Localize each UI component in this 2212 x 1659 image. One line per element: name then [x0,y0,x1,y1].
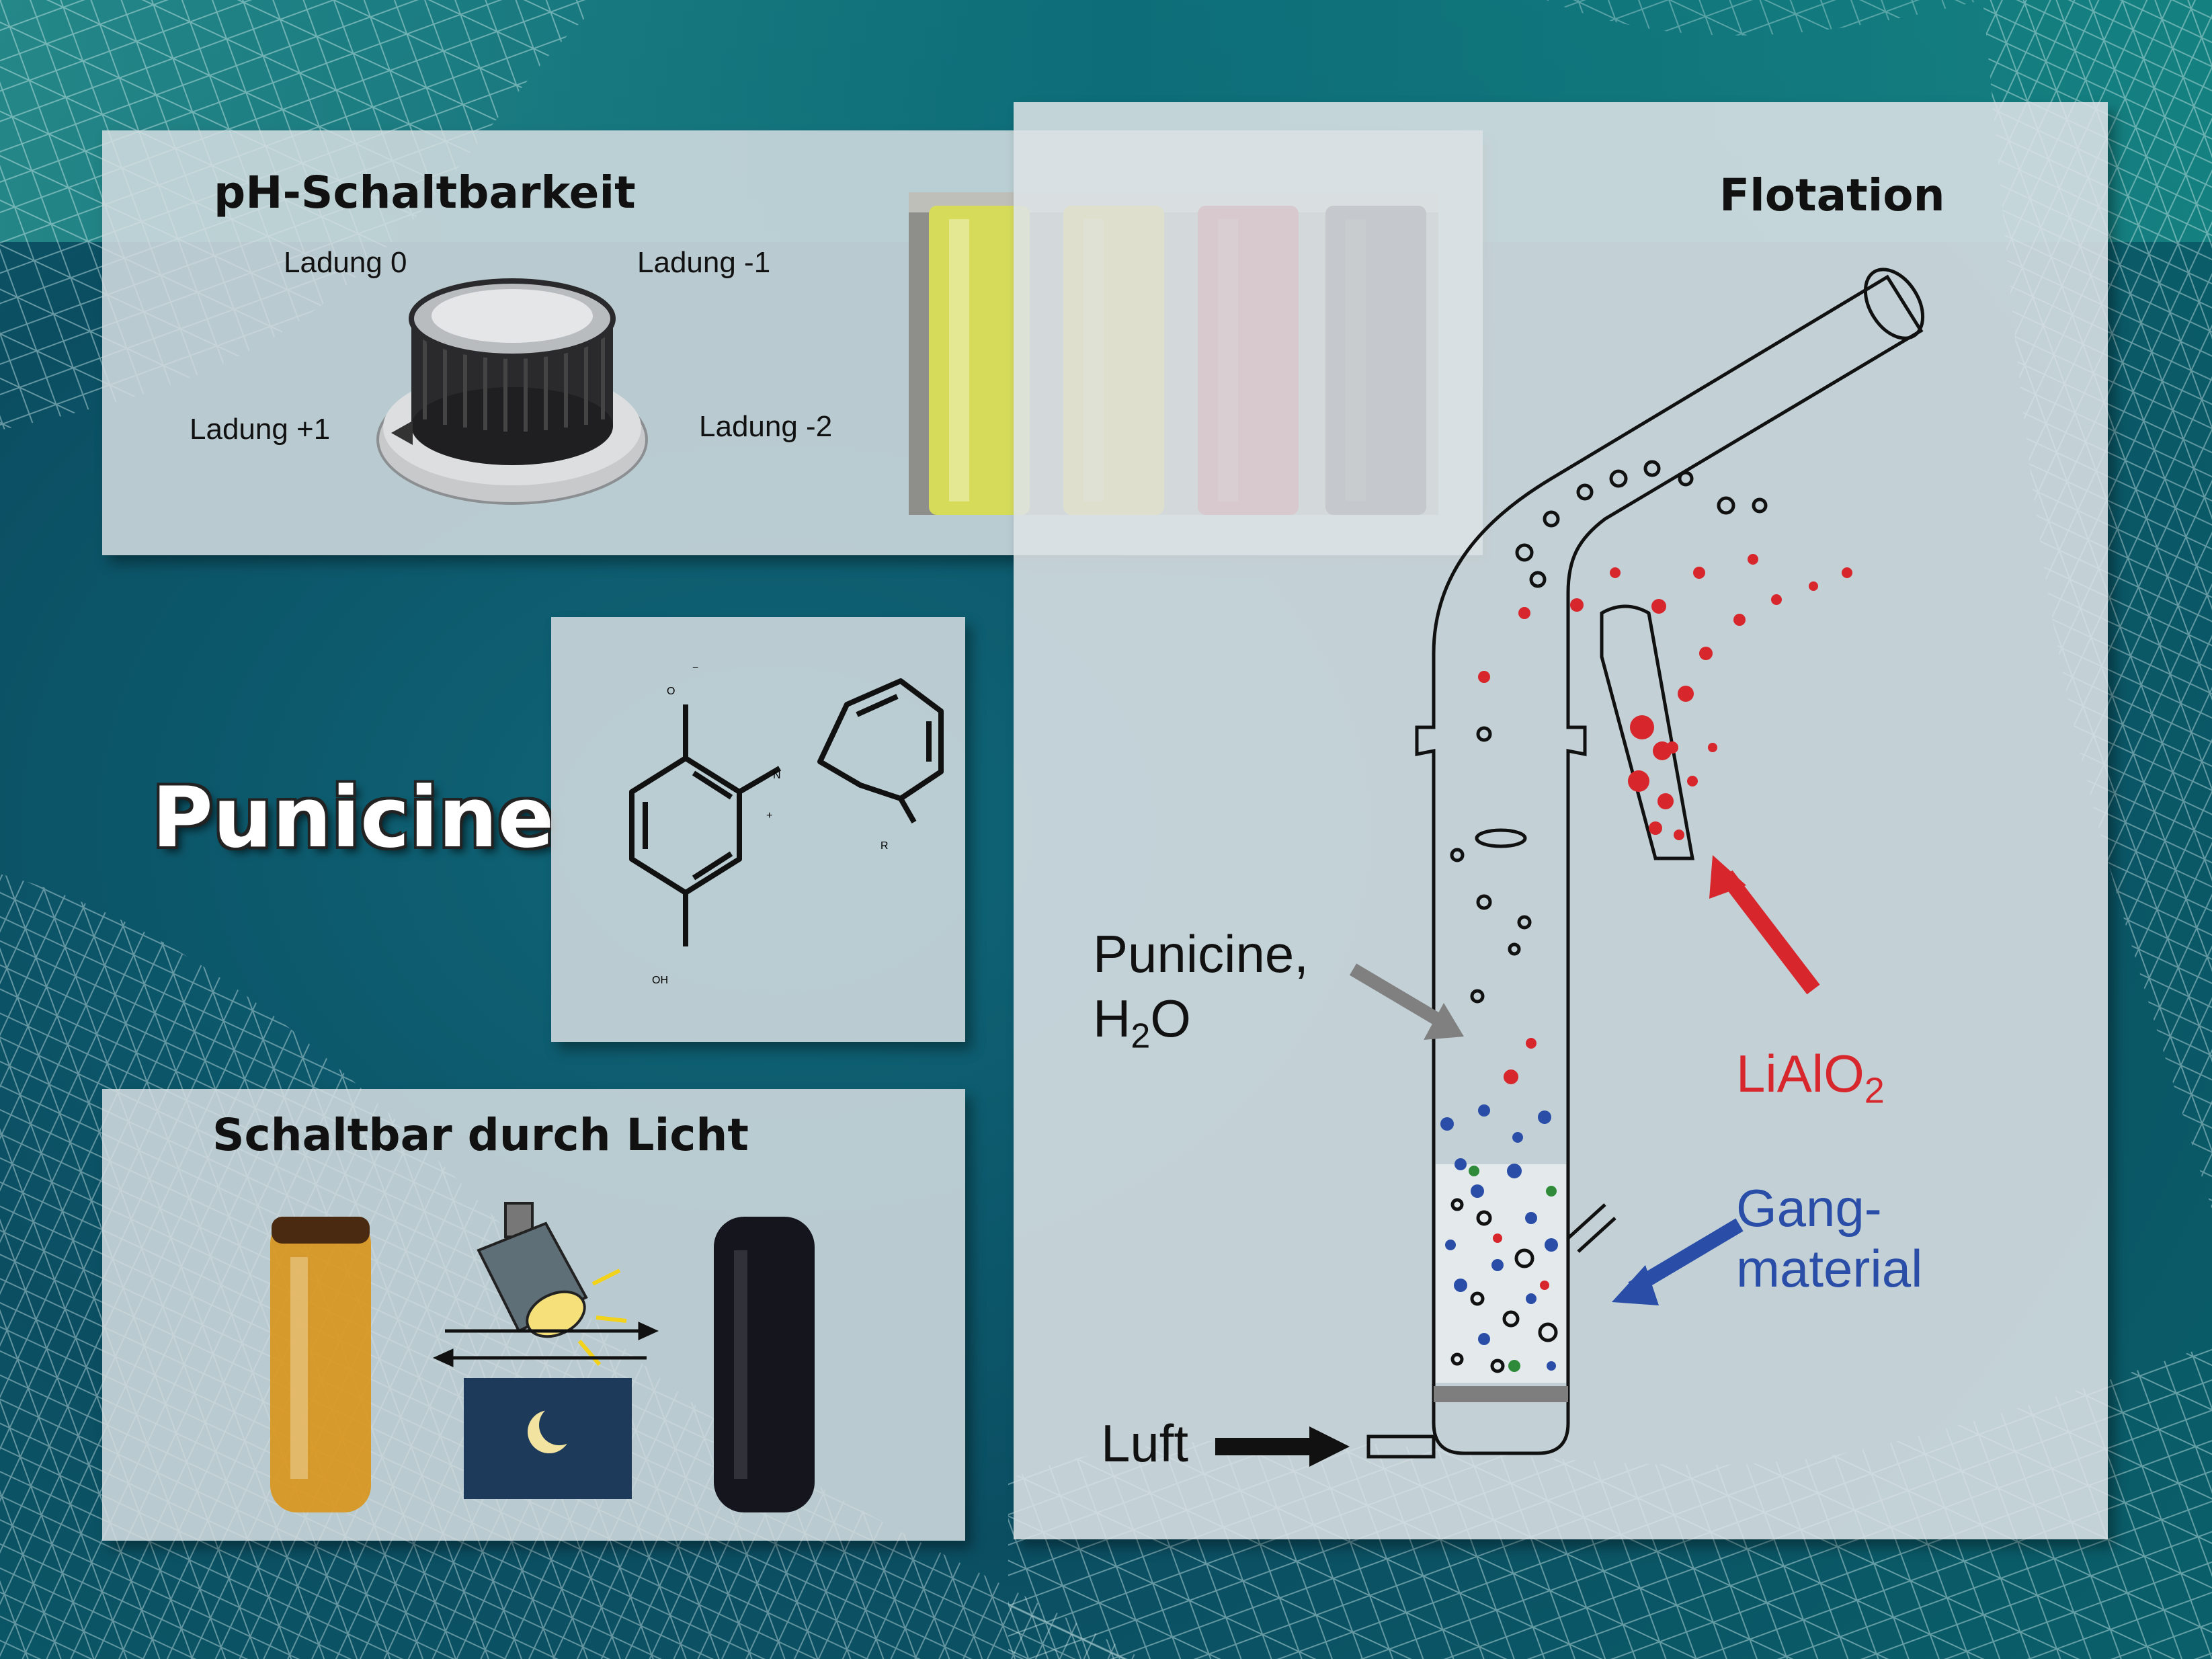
dark-vial [714,1217,815,1512]
amber-vial [270,1217,371,1512]
label-gangue-line-2: material [1736,1239,1923,1298]
darkness-thumbnail [464,1378,632,1499]
pyridinium-ring [817,678,944,801]
label-product-main: LiAlO [1736,1044,1865,1103]
label-product-subscript: 2 [1864,1070,1885,1111]
punicine-structure: O − N + R OH [629,662,944,986]
column-outline [1415,274,1924,1455]
charge-label-minus-2: Ladung -2 [699,410,833,443]
structure-panel: O − N + R OH [551,617,965,1042]
punicine-pointer-arrow [1349,963,1464,1040]
charge-label-0: Ladung 0 [284,246,407,279]
atom-nitrogen-charge: + [766,810,772,821]
label-punicine: Punicine, [1093,924,1309,983]
label-water: H2O [1093,988,1191,1057]
charge-dial-knob [376,278,648,505]
liquid-phase [1436,1164,1566,1383]
outlet-mouth [1863,268,1925,340]
light-switch-illustration [270,1202,815,1512]
label-air: Luft [1101,1414,1189,1473]
green-particles [1469,1166,1557,1372]
label-product: LiAlO2 [1736,1043,1885,1112]
flotation-column-diagram [1215,268,1925,1467]
product-pointer-arrow [1709,855,1820,995]
atom-substituent: R [880,840,889,852]
ph-panel-title: pH-Schaltbarkeit [214,167,636,218]
product-particles [1478,554,1852,1290]
tube-1 [929,206,1030,515]
label-water-o: O [1150,989,1191,1048]
label-gangue-line-1: Gang- [1736,1178,1882,1238]
air-inlet-pipe [1366,1434,1436,1459]
flotation-panel-title: Flotation [1719,169,1945,221]
label-water-subscript: 2 [1131,1016,1151,1056]
funnel-arm [1600,604,1694,860]
atom-oxide: O [667,686,675,697]
air-pointer-arrow [1215,1426,1350,1467]
atom-hydroxyl: OH [652,975,668,986]
light-switching-panel: Schaltbar durch Licht [102,1089,965,1541]
punicine-heading: Punicine [152,770,555,866]
gangue-pointer-arrow [1612,1218,1744,1305]
charge-label-plus-1: Ladung +1 [190,413,331,446]
gangue-particles [1440,1104,1558,1371]
atom-oxide-charge: − [692,662,698,674]
atom-nitrogen: N [773,770,781,781]
flotation-panel: Flotation [1014,102,2108,1539]
light-panel-title: Schaltbar durch Licht [212,1109,749,1161]
frit-plate [1434,1386,1568,1402]
equilibrium-arrows [432,1322,659,1367]
air-bubbles [1450,460,1768,1373]
charge-label-minus-1: Ladung -1 [637,246,771,279]
label-water-h: H [1093,989,1131,1048]
side-arm [1567,1203,1606,1240]
spotlight-icon [477,1202,627,1366]
